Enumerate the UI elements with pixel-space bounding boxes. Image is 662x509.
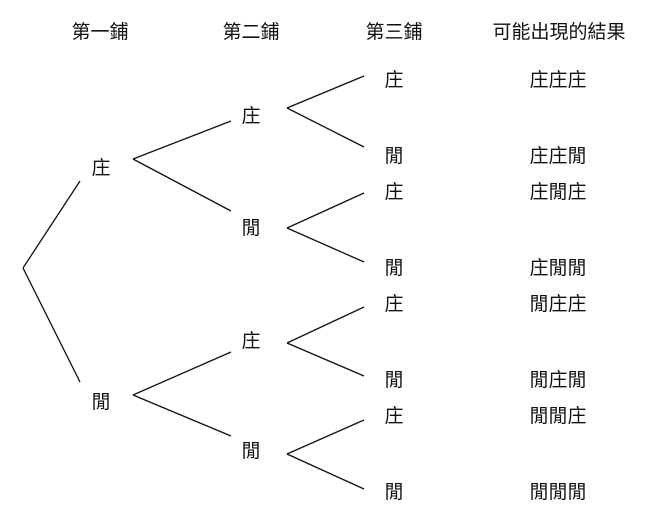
result-3: 庄閒庄 bbox=[529, 181, 586, 203]
node-3f: 閒 bbox=[384, 369, 403, 391]
level-1-nodes: 庄 閒 bbox=[91, 157, 110, 413]
result-8: 閒閒閒 bbox=[529, 481, 586, 503]
branch-2c-to-3e bbox=[286, 306, 365, 344]
result-5: 閒庄庄 bbox=[529, 293, 586, 315]
node-3c: 庄 bbox=[384, 181, 403, 203]
node-3g: 庄 bbox=[384, 405, 403, 427]
result-7: 閒閒庄 bbox=[529, 405, 586, 427]
node-1a: 庄 bbox=[91, 157, 110, 179]
branch-2d-to-3h bbox=[286, 453, 365, 490]
branch-1a-to-2b bbox=[132, 158, 232, 212]
branch-2c-to-3f bbox=[286, 342, 365, 377]
node-3e: 庄 bbox=[384, 293, 403, 315]
node-2a: 庄 bbox=[241, 105, 260, 127]
level-2-nodes: 庄 閒 庄 閒 bbox=[241, 105, 260, 462]
header-round-3: 第三鋪 bbox=[365, 21, 422, 43]
branch-2b-to-3c bbox=[286, 192, 365, 229]
result-1: 庄庄庄 bbox=[529, 69, 586, 91]
branches-level-1 bbox=[132, 120, 232, 437]
header-round-1: 第一鋪 bbox=[71, 21, 128, 43]
header-round-2: 第二鋪 bbox=[222, 21, 279, 43]
branches-root bbox=[22, 180, 81, 383]
branch-root-to-1b bbox=[22, 267, 81, 383]
results-column: 庄庄庄 庄庄閒 庄閒庄 庄閒閒 閒庄庄 閒庄閒 閒閒庄 閒閒閒 bbox=[529, 69, 586, 503]
header-results: 可能出現的結果 bbox=[492, 21, 625, 43]
node-2c: 庄 bbox=[241, 330, 260, 352]
node-2d: 閒 bbox=[241, 440, 260, 462]
result-2: 庄庄閒 bbox=[529, 145, 586, 167]
node-3h: 閒 bbox=[384, 481, 403, 503]
node-3a: 庄 bbox=[384, 69, 403, 91]
branches-level-2 bbox=[286, 75, 365, 490]
node-2b: 閒 bbox=[241, 217, 260, 239]
node-3d: 閒 bbox=[384, 257, 403, 279]
branch-2b-to-3d bbox=[286, 227, 365, 263]
branch-1a-to-2a bbox=[132, 120, 232, 160]
node-3b: 閒 bbox=[384, 145, 403, 167]
result-6: 閒庄閒 bbox=[529, 369, 586, 391]
branch-1b-to-2c bbox=[132, 351, 232, 396]
branch-2a-to-3b bbox=[286, 107, 365, 148]
result-4: 庄閒閒 bbox=[529, 257, 586, 279]
branch-2a-to-3a bbox=[286, 75, 365, 109]
header-row: 第一鋪 第二鋪 第三鋪 可能出現的結果 bbox=[71, 21, 625, 43]
branch-1b-to-2d bbox=[132, 394, 232, 437]
branch-root-to-1a bbox=[22, 180, 81, 269]
branch-2d-to-3g bbox=[286, 419, 365, 455]
node-1b: 閒 bbox=[91, 391, 110, 413]
level-3-nodes: 庄 閒 庄 閒 庄 閒 庄 閒 bbox=[384, 69, 403, 503]
